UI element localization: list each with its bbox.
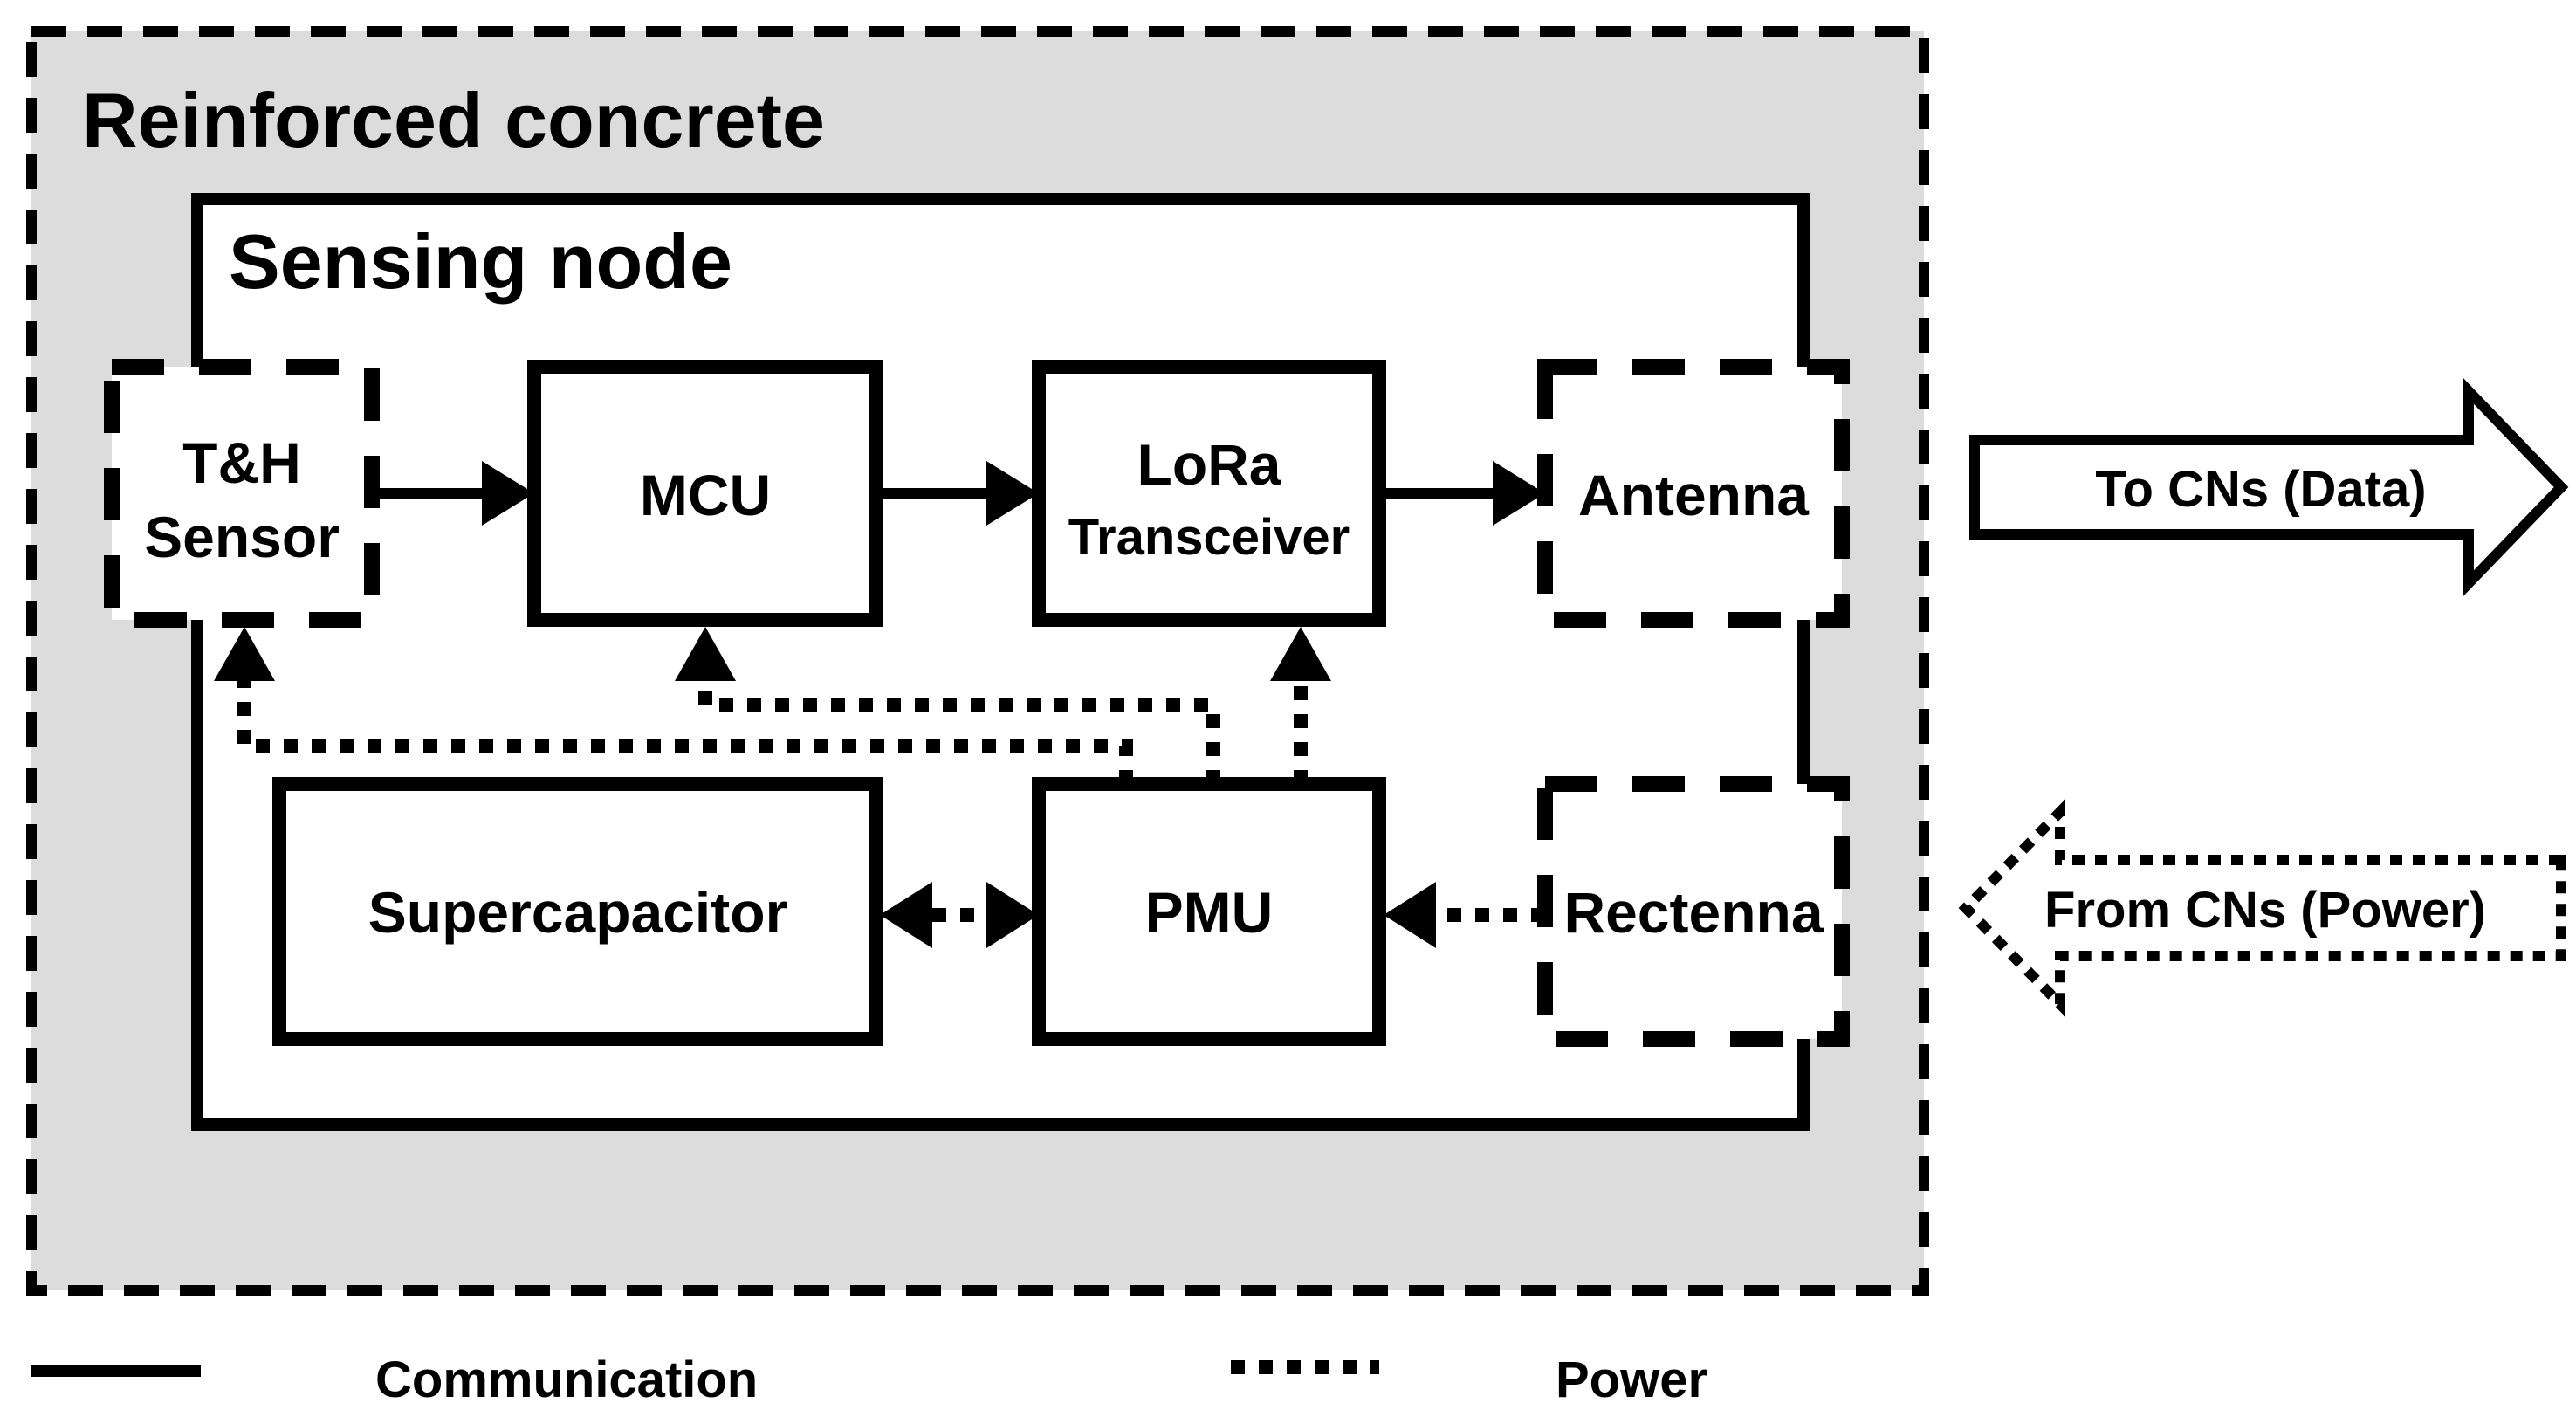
power-in-arrow: From CNs (Power): [1958, 799, 2566, 1017]
th-sensor-label-line2: Sensor: [144, 505, 340, 569]
supercapacitor-block: Supercapacitor: [272, 777, 883, 1046]
rectenna-block: Rectenna: [1537, 776, 1850, 1047]
supercap-arrowhead: [880, 882, 932, 948]
rectenna-label: Rectenna: [1563, 880, 1824, 945]
lora-to-antenna-arrowhead: [1493, 461, 1545, 526]
th-sensor-block: T&H Sensor: [104, 359, 380, 628]
pmu-to-sensor-power-line: [237, 672, 1133, 784]
pmu-to-mcu-arrowhead: [675, 627, 736, 681]
th-sensor-label-line1: T&H: [182, 430, 301, 495]
sensing-node-title: Sensing node: [229, 218, 732, 305]
legend-communication-label: Communication: [375, 1352, 758, 1408]
pmu-block: PMU: [1032, 777, 1386, 1046]
lora-label-line2: Transceiver: [1068, 509, 1350, 566]
pmu-label: PMU: [1145, 880, 1274, 945]
th-sensor-fill: [112, 367, 372, 620]
communication-links: [372, 461, 1545, 526]
concrete-title: Reinforced concrete: [82, 77, 825, 163]
mcu-block: MCU: [527, 360, 883, 627]
data-out-arrow-shape: [1969, 378, 2569, 596]
power-links: [214, 627, 1545, 948]
pmu-left-arrowhead: [986, 882, 1039, 948]
antenna-label: Antenna: [1578, 463, 1810, 527]
mcu-label: MCU: [640, 463, 771, 527]
lora-transceiver-block: LoRa Transceiver: [1032, 360, 1386, 627]
pmu-to-sensor-arrowhead: [214, 627, 275, 681]
lora-label-line1: LoRa: [1137, 432, 1282, 497]
supercapacitor-border: [272, 777, 883, 1046]
sensing-node-border-bottom: [191, 611, 1810, 1131]
legend: Communication Power: [31, 1352, 1707, 1408]
antenna-block: Antenna: [1537, 359, 1850, 628]
lora-border: [1032, 360, 1386, 627]
sensing-node-border-top: [191, 193, 1810, 367]
data-out-label: To CNs (Data): [2095, 461, 2426, 518]
antenna-fill: [1545, 367, 1842, 620]
pmu-to-lora-arrowhead: [1270, 627, 1331, 681]
mcu-border: [527, 360, 883, 627]
rectenna-to-pmu-arrowhead: [1384, 882, 1436, 948]
power-in-label: From CNs (Power): [2044, 882, 2486, 939]
mcu-to-lora-arrowhead: [986, 461, 1039, 526]
pmu-to-mcu-power-line: [698, 672, 1220, 784]
rectenna-fill: [1545, 784, 1842, 1039]
supercapacitor-label: Supercapacitor: [368, 880, 788, 945]
data-out-arrow: To CNs (Data): [1969, 378, 2569, 596]
sensor-to-mcu-arrowhead: [482, 461, 534, 526]
legend-power-label: Power: [1556, 1352, 1707, 1408]
power-in-arrow-shape: [1958, 799, 2566, 1017]
